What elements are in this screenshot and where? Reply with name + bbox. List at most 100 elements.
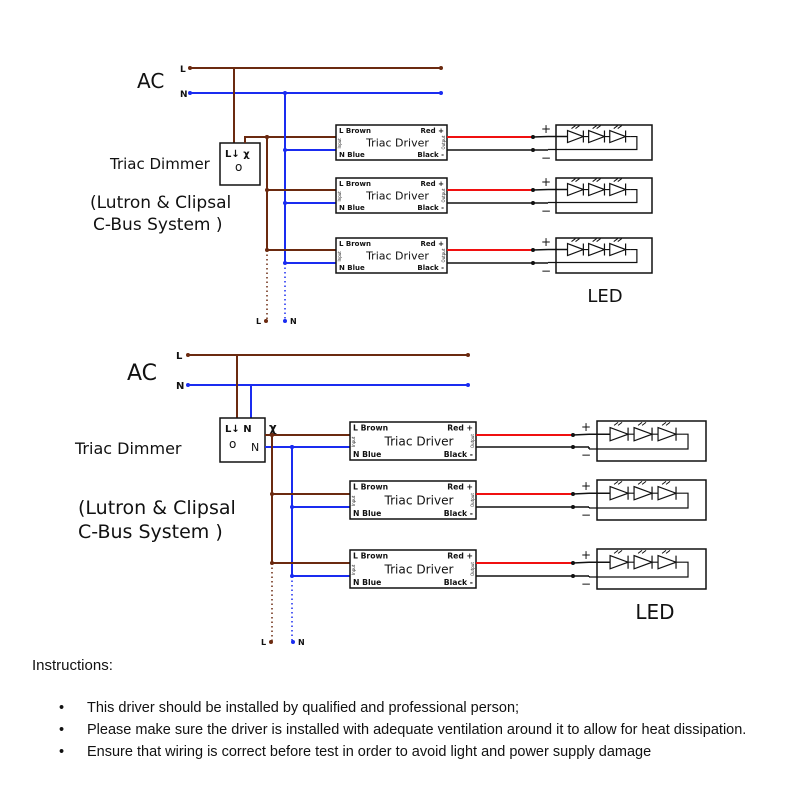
- led-plus-label: +: [541, 175, 551, 189]
- junction-dot: [283, 148, 287, 152]
- led-return-wire: [548, 188, 638, 204]
- instructions-title: Instructions:: [32, 657, 113, 674]
- junction-dot: [466, 353, 470, 357]
- driver-n-blue-label: N Blue: [339, 151, 365, 159]
- led-return-wire: [589, 492, 689, 509]
- light-emission-icon: [571, 178, 580, 182]
- junction-dot: [269, 640, 273, 644]
- triac-driver: [335, 177, 448, 214]
- led-diode-icon: [609, 426, 635, 442]
- junction-dot: [571, 492, 575, 496]
- driver-title: Triac Driver: [383, 562, 453, 576]
- triac-dimmer-label: Triac Dimmer: [74, 439, 182, 458]
- driver-black-label: Black -: [444, 509, 473, 518]
- led-label: LED: [635, 600, 674, 624]
- led-diode-icon: [609, 485, 635, 501]
- junction-dot: [270, 492, 274, 496]
- junction-dot: [466, 383, 470, 387]
- triac-driver: [349, 421, 477, 461]
- light-emission-icon: [613, 422, 623, 426]
- junction-dot: [531, 248, 535, 252]
- junction-dot: [290, 574, 294, 578]
- junction-dot: [531, 135, 535, 139]
- junction-dot: [283, 91, 287, 95]
- triac-driver: [335, 124, 448, 161]
- driver-title: Triac Driver: [383, 434, 453, 448]
- driver-n-blue-label: N Blue: [353, 450, 381, 459]
- led-diode-icon: [609, 129, 631, 144]
- junction-dot: [571, 433, 575, 437]
- led-plus-label: +: [581, 479, 591, 493]
- dimmer-terminals-label: L↓ χ: [225, 149, 250, 160]
- dimmer-output-live: [244, 136, 336, 143]
- led-label: LED: [587, 286, 622, 307]
- bottom-l-label: L: [261, 638, 266, 647]
- line-n-label: N: [176, 381, 184, 392]
- light-emission-icon: [661, 481, 671, 485]
- system-label-line2: C-Bus System ): [93, 215, 223, 235]
- driver-black-label: Black -: [417, 264, 444, 272]
- line-n-label: N: [180, 90, 188, 100]
- driver-input-tag: Input: [337, 138, 342, 149]
- driver-red-label: Red +: [447, 552, 473, 561]
- driver-l-brown-label: L Brown: [339, 240, 371, 248]
- driver-l-brown-label: L Brown: [353, 424, 388, 433]
- positive-lead: [572, 492, 590, 495]
- driver-red-label: Red +: [421, 240, 445, 248]
- driver-title: Triac Driver: [383, 493, 453, 507]
- led-diode-icon: [588, 129, 610, 144]
- led-diode-icon: [609, 554, 635, 570]
- led-return-wire: [589, 561, 689, 578]
- junction-dot: [531, 148, 535, 152]
- bottom-l-label: L: [256, 317, 261, 326]
- led-diode-icon: [566, 182, 589, 197]
- junction-dot: [439, 66, 443, 70]
- led-minus-label: −: [541, 264, 551, 278]
- instruction-item: Please make sure the driver is installed…: [56, 719, 746, 741]
- led-return-wire: [589, 433, 689, 450]
- junction-dot: [571, 445, 575, 449]
- led-diode-icon: [657, 554, 683, 570]
- driver-box: [349, 549, 477, 589]
- junction-dot: [531, 261, 535, 265]
- led-diode-icon: [633, 554, 659, 570]
- junction-dot: [439, 91, 443, 95]
- driver-input-tag: Input: [351, 436, 356, 447]
- driver-output-tag: Output: [441, 188, 446, 202]
- light-emission-icon: [613, 550, 623, 554]
- driver-black-label: Black -: [444, 450, 473, 459]
- led-diode-icon: [566, 242, 589, 257]
- driver-output-tag: Output: [441, 135, 446, 149]
- driver-box: [335, 237, 448, 274]
- driver-input-tag: Input: [351, 564, 356, 575]
- driver-output-tag: Output: [441, 248, 446, 262]
- driver-input-tag: Input: [337, 191, 342, 202]
- light-emission-icon: [637, 550, 647, 554]
- driver-n-blue-label: N Blue: [353, 509, 381, 518]
- driver-input-tag: Input: [351, 495, 356, 506]
- driver-title: Triac Driver: [365, 250, 429, 263]
- light-emission-icon: [613, 238, 623, 242]
- led-plus-label: +: [581, 548, 591, 562]
- led-plus-label: +: [541, 122, 551, 136]
- bottom-n-label: N: [290, 317, 297, 326]
- line-l-label: L: [180, 65, 186, 75]
- triac-driver: [349, 480, 477, 520]
- triac-dimmer-label: Triac Dimmer: [109, 155, 211, 173]
- driver-output-tag: Output: [470, 562, 475, 576]
- junction-dot: [186, 383, 190, 387]
- light-emission-icon: [571, 125, 580, 129]
- driver-red-label: Red +: [447, 483, 473, 492]
- driver-red-label: Red +: [421, 127, 445, 135]
- junction-dot: [264, 319, 268, 323]
- instructions-list: This driver should be installed by quali…: [56, 697, 746, 763]
- led-box: [596, 548, 707, 590]
- driver-title: Triac Driver: [365, 137, 429, 150]
- ac-label: AC: [127, 361, 157, 386]
- light-emission-icon: [613, 178, 623, 182]
- light-emission-icon: [661, 550, 671, 554]
- led-plus-label: +: [541, 235, 551, 249]
- dimmer-symbol: χ: [269, 421, 277, 435]
- driver-n-blue-label: N Blue: [339, 264, 365, 272]
